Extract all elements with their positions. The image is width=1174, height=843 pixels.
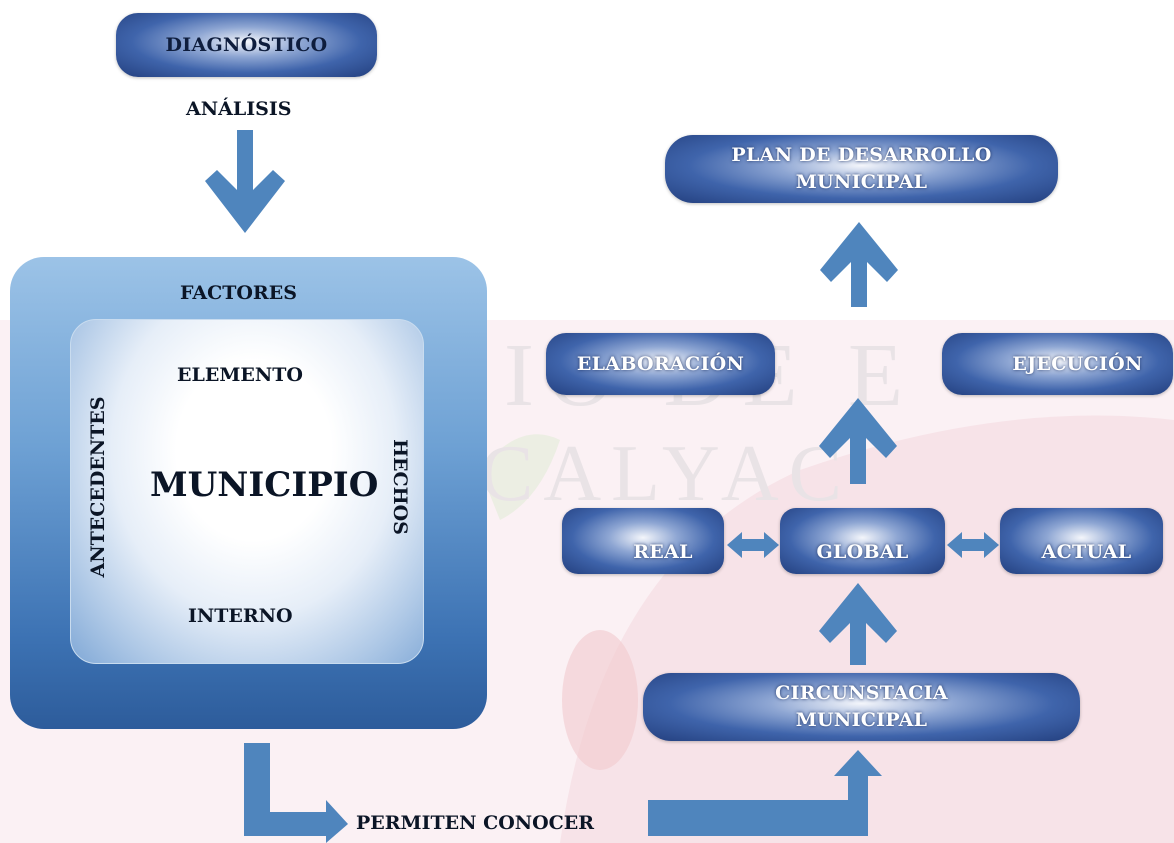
municipio-inner-box <box>70 319 424 664</box>
plan-line-2: MUNICIPAL <box>795 171 928 193</box>
circunstancia-line-1: CIRCUNSTACIA <box>775 682 948 704</box>
municipio-label: MUNICIPIO <box>150 465 379 505</box>
real-node: REAL <box>562 508 724 574</box>
ejecucion-node: EJECUCIÓN <box>942 333 1173 395</box>
actual-label: ACTUAL <box>1041 540 1132 563</box>
double-arrow-global-actual-icon <box>947 532 999 558</box>
permiten-conocer-label: PERMITEN CONOCER <box>356 812 595 834</box>
circunstancia-line-2: MUNICIPAL <box>795 709 928 731</box>
diagnostico-label: DIAGNÓSTICO <box>165 33 328 56</box>
up-arrow-global-icon <box>819 398 897 484</box>
svg-text:CALYAC: CALYAC <box>480 430 852 518</box>
bent-up-arrow-icon <box>648 750 882 836</box>
plan-line-1: PLAN DE DESARROLLO <box>731 144 992 166</box>
factores-label: FACTORES <box>180 282 297 304</box>
real-label: REAL <box>633 540 693 563</box>
global-label: GLOBAL <box>816 540 909 563</box>
elaboracion-node: ELABORACIÓN <box>546 333 775 395</box>
circunstancia-node: CIRCUNSTACIA MUNICIPAL <box>643 673 1080 741</box>
up-arrow-circunstancia-icon <box>819 583 897 665</box>
plan-desarrollo-node: PLAN DE DESARROLLO MUNICIPAL <box>665 135 1058 203</box>
interno-label: INTERNO <box>188 605 293 627</box>
up-arrow-plan-icon <box>820 222 898 307</box>
elemento-label: ELEMENTO <box>177 364 303 386</box>
elaboracion-label: ELABORACIÓN <box>576 352 745 375</box>
ejecucion-label: EJECUCIÓN <box>1012 352 1143 375</box>
analisis-label: ANÁLISIS <box>186 98 292 120</box>
hechos-label: HECHOS <box>389 439 411 535</box>
double-arrow-real-global-icon <box>727 532 779 558</box>
diagnostico-node: DIAGNÓSTICO <box>116 13 377 77</box>
antecedentes-label: ANTECEDENTES <box>87 396 109 578</box>
global-node: GLOBAL <box>780 508 945 574</box>
down-arrow-icon <box>205 130 285 233</box>
actual-node: ACTUAL <box>1000 508 1163 574</box>
bent-arrow-icon <box>244 743 348 843</box>
